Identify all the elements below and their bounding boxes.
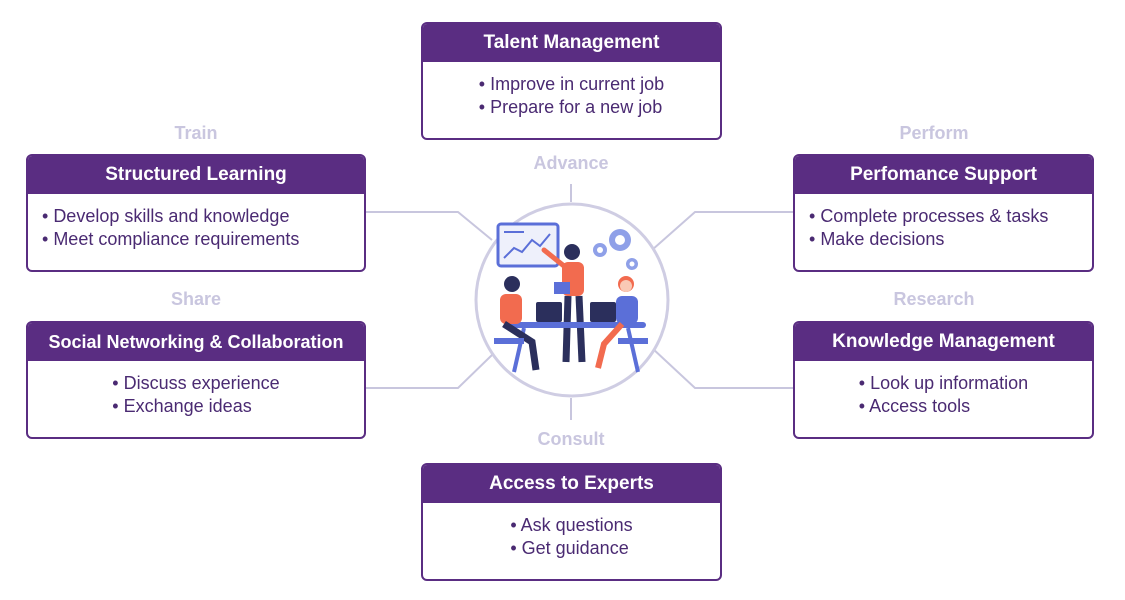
card-title: Social Networking & Collaboration <box>28 323 364 361</box>
list-item: Get guidance <box>510 537 632 560</box>
talent-management-card: Talent Management Improve in current job… <box>421 22 722 140</box>
list-item: Look up information <box>859 372 1028 395</box>
gear-icons <box>593 229 638 270</box>
card-list: Complete processes & tasks Make decision… <box>809 205 1092 251</box>
team-illustration <box>474 202 670 398</box>
label-perform: Perform <box>899 123 969 143</box>
social-networking-card: Social Networking & Collaboration Discus… <box>26 321 366 439</box>
whiteboard-chart <box>496 222 560 268</box>
access-to-experts-card: Access to Experts Ask questions Get guid… <box>421 463 722 581</box>
standing-person <box>541 244 586 363</box>
card-title: Access to Experts <box>423 465 720 503</box>
performance-support-card: Perfomance Support Complete processes & … <box>793 154 1094 272</box>
label-share: Share <box>170 289 222 309</box>
seated-person-left <box>494 276 540 371</box>
list-item: Meet compliance requirements <box>42 228 364 251</box>
label-consult: Consult <box>537 429 605 449</box>
label-train: Train <box>174 123 218 143</box>
structured-learning-card: Structured Learning Develop skills and k… <box>26 154 366 272</box>
label-advance: Advance <box>533 153 609 173</box>
list-item: Prepare for a new job <box>479 96 664 119</box>
list-item: Ask questions <box>510 514 633 537</box>
list-item: Access tools <box>859 395 1028 418</box>
card-list: Discuss experience Exchange ideas <box>112 372 280 418</box>
seated-person-right <box>595 276 648 369</box>
knowledge-management-card: Knowledge Management Look up information… <box>793 321 1094 439</box>
card-title: Structured Learning <box>28 156 364 194</box>
card-list: Look up information Access tools <box>859 372 1028 418</box>
card-list: Improve in current job Prepare for a new… <box>479 73 664 119</box>
desk <box>506 302 646 373</box>
card-list: Ask questions Get guidance <box>510 514 633 560</box>
label-research: Research <box>893 289 975 309</box>
list-item: Improve in current job <box>479 73 664 96</box>
card-list: Develop skills and knowledge Meet compli… <box>42 205 364 251</box>
list-item: Discuss experience <box>112 372 280 395</box>
list-item: Exchange ideas <box>112 395 279 418</box>
card-title: Talent Management <box>423 24 720 62</box>
card-title: Knowledge Management <box>795 323 1092 361</box>
card-title: Perfomance Support <box>795 156 1092 194</box>
list-item: Complete processes & tasks <box>809 205 1092 228</box>
list-item: Make decisions <box>809 228 1092 251</box>
list-item: Develop skills and knowledge <box>42 205 364 228</box>
